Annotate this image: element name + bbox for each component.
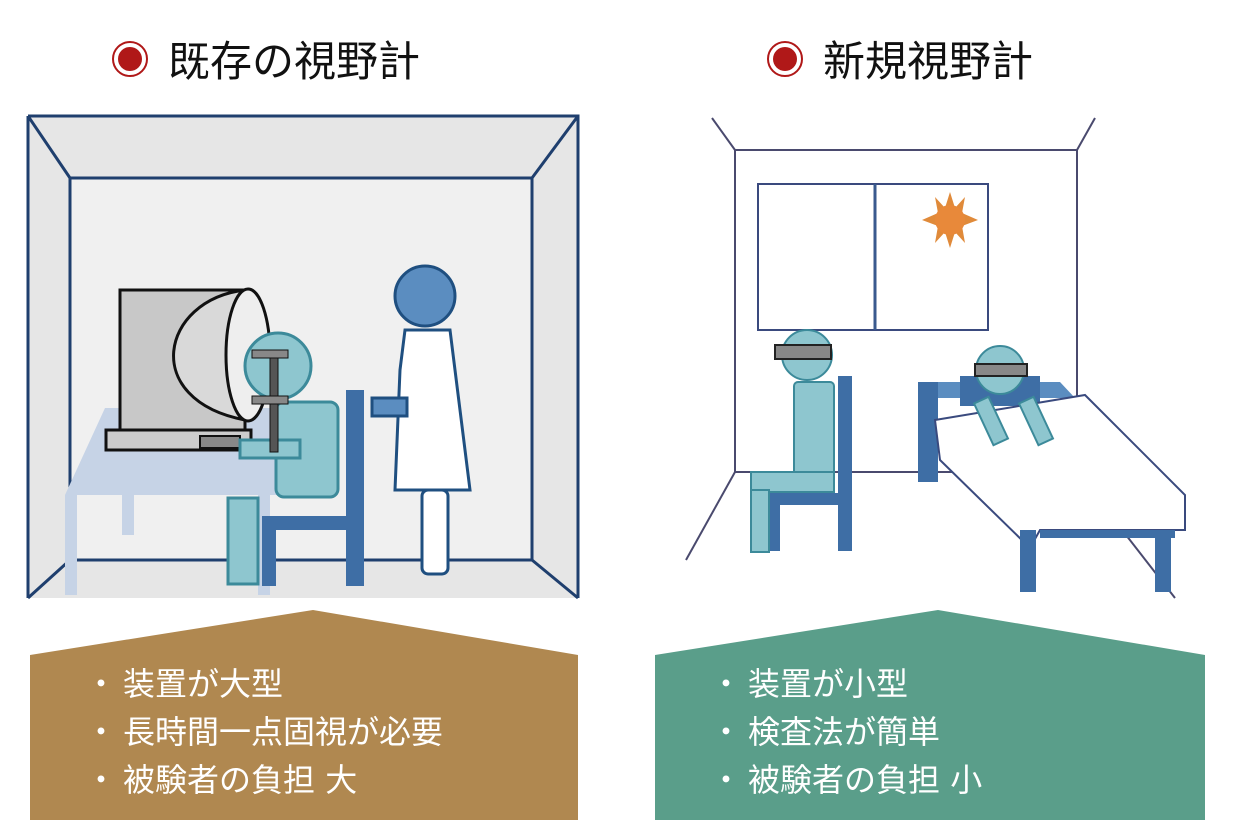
- left-title: 既存の視野計: [112, 28, 420, 89]
- right-features-list: 装置が小型 検査法が簡単 被験者の負担 小: [710, 660, 982, 804]
- feature-item: 装置が小型: [710, 660, 982, 708]
- left-features-panel: 装置が大型 長時間一点固視が必要 被験者の負担 大: [30, 608, 578, 820]
- feature-item: 装置が大型: [85, 660, 443, 708]
- feature-item: 被験者の負担 小: [710, 756, 982, 804]
- feature-item: 被験者の負担 大: [85, 756, 443, 804]
- feature-item: 長時間一点固視が必要: [85, 708, 443, 756]
- left-title-text: 既存の視野計: [168, 37, 421, 86]
- right-title-text: 新規視野計: [823, 37, 1034, 86]
- right-title: 新規視野計: [767, 28, 1033, 89]
- left-features-list: 装置が大型 長時間一点固視が必要 被験者の負担 大: [85, 660, 443, 804]
- existing-perimeter-illustration: [26, 114, 580, 600]
- red-circle-bullet-icon: [767, 40, 803, 77]
- new-perimeter-illustration: [685, 117, 1186, 599]
- red-circle-bullet-icon: [112, 40, 148, 77]
- right-features-panel: 装置が小型 検査法が簡単 被験者の負担 小: [655, 608, 1205, 820]
- sun-icon: [922, 192, 978, 248]
- feature-item: 検査法が簡単: [710, 708, 982, 756]
